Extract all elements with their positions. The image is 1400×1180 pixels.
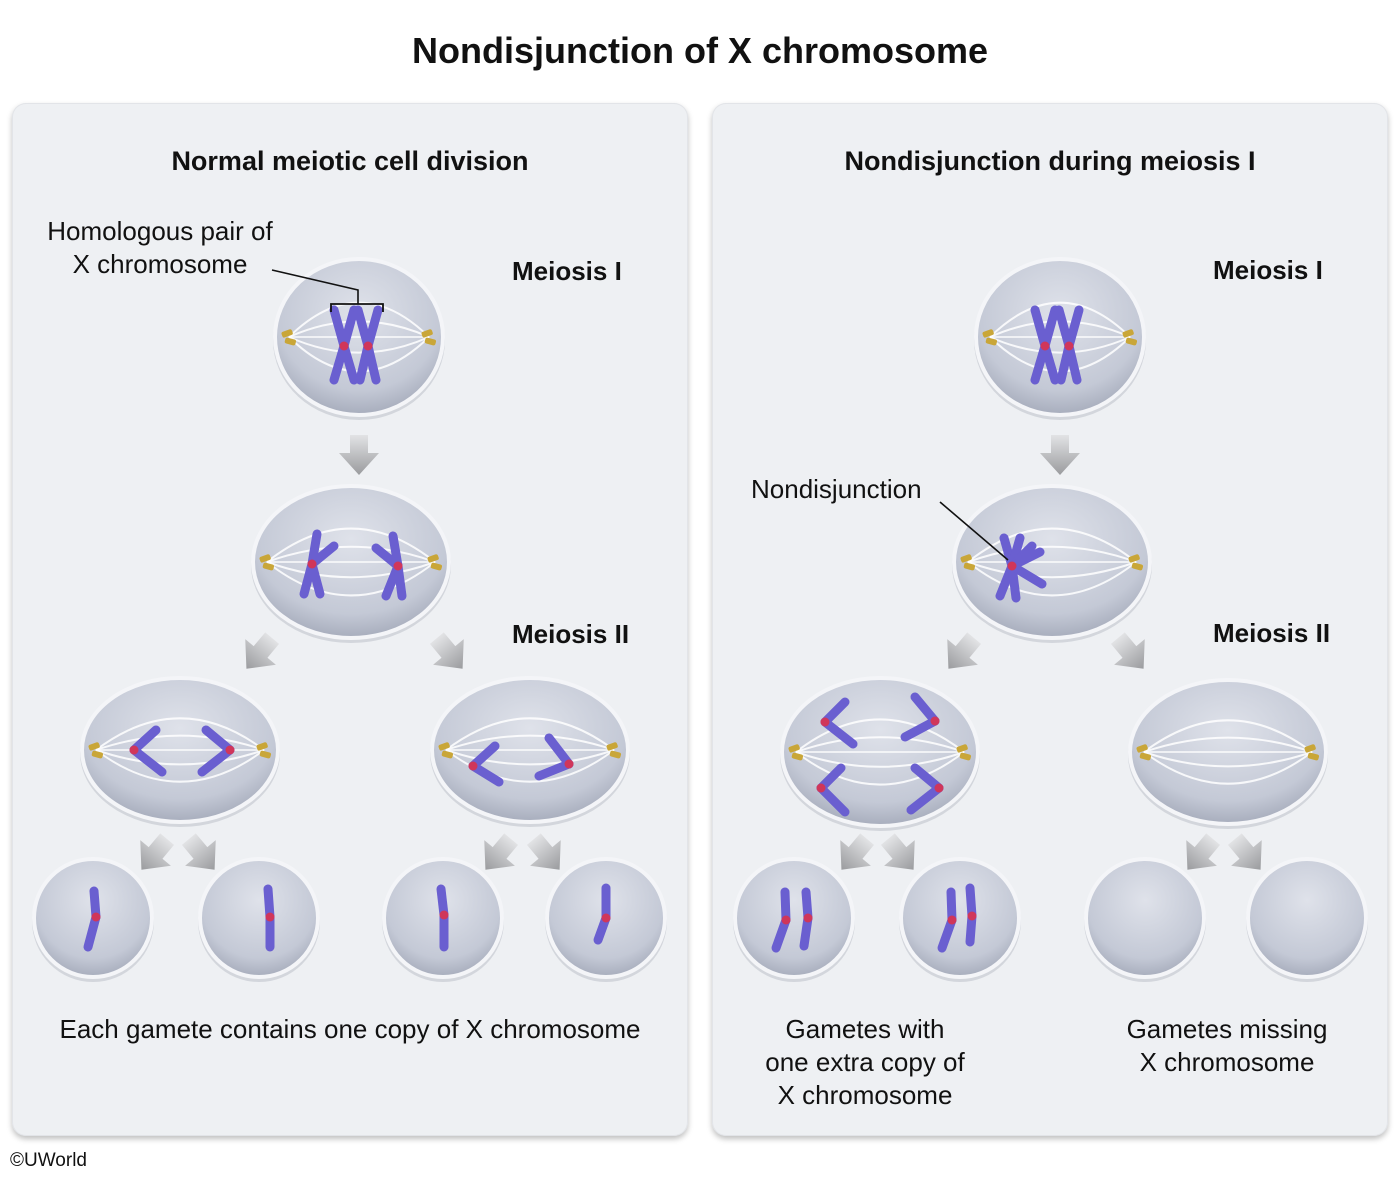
arrow-down-left-2	[933, 625, 990, 682]
copyright-notice: ©UWorld	[10, 1150, 87, 1171]
chromatid-extra-3	[816, 763, 850, 817]
meiosis-2-label-normal: Meiosis II	[512, 619, 630, 649]
homologous-callout-line1: Homologous pair of	[47, 216, 273, 246]
cell-anaphase1-normal	[251, 484, 451, 643]
meiosis-1-label-normal: Meiosis I	[512, 256, 622, 286]
centriole-icon	[960, 554, 976, 571]
meiosis-1-label-nd: Meiosis I	[1213, 255, 1323, 285]
missing-caption-line1: Gametes missing	[1126, 1014, 1328, 1044]
centriole-icon	[1122, 329, 1138, 346]
centriole-icon	[259, 554, 275, 571]
centriole-icon	[1304, 744, 1320, 761]
cell-meiosis2-nd-empty	[1128, 678, 1328, 829]
arrow-down-1	[339, 435, 379, 475]
callout-leader-homologous	[271, 269, 359, 304]
nondisjunction-heading: Nondisjunction during meiosis I	[844, 146, 1256, 176]
homologous-callout-line2: X chromosome	[72, 249, 248, 279]
cell-meiosis1-nd	[974, 257, 1146, 420]
chromatid-extra-1	[820, 697, 858, 749]
gamete-extra-1	[733, 857, 855, 982]
gamete-missing-2	[1246, 857, 1368, 982]
gamete-chromosome	[83, 886, 101, 952]
cell-anaphase1-nd	[952, 484, 1152, 643]
centriole-icon	[982, 329, 998, 346]
centriole-icon	[1136, 744, 1152, 761]
centriole-icon	[421, 329, 437, 346]
nondisjunction-callout: Nondisjunction	[751, 474, 922, 504]
gamete-chromosome	[436, 884, 449, 952]
cell-meiosis2-normal-a	[80, 676, 280, 827]
meiosis-2-label-nd: Meiosis II	[1213, 618, 1331, 648]
nondisjoined-chromosomes	[995, 533, 1047, 603]
arrow-down-2	[1040, 435, 1080, 475]
chromatid-pair-a2	[197, 725, 235, 777]
centriole-icon	[956, 744, 972, 761]
centriole-icon	[1128, 554, 1144, 571]
callout-leader-nondisjunction	[939, 501, 1009, 561]
chromosome-x-2	[1054, 305, 1084, 385]
extra-copy-caption-line1: Gametes with	[785, 1014, 945, 1044]
cell-meiosis2-nd-extra	[780, 676, 980, 831]
chromosome-right-anaphase	[371, 531, 407, 601]
centriole-icon	[88, 742, 104, 759]
arrow-down-left-1	[231, 625, 288, 682]
gamete-chromosome-a	[937, 887, 957, 953]
centriole-icon	[427, 554, 443, 571]
chromosome-x-2	[353, 305, 383, 385]
chromatid-pair-a1	[129, 725, 167, 777]
chromosome-x-1	[329, 305, 359, 385]
chromosome-left-anaphase	[299, 529, 339, 599]
centriole-icon	[281, 329, 297, 346]
cell-meiosis2-normal-b	[430, 676, 630, 827]
gamete-normal-2	[198, 857, 320, 982]
normal-heading: Normal meiotic cell division	[171, 146, 529, 176]
centriole-icon	[256, 742, 272, 759]
normal-caption: Each gamete contains one copy of X chrom…	[59, 1014, 641, 1044]
chromatid-extra-2	[900, 692, 940, 742]
cell-meiosis1-normal	[273, 257, 445, 420]
gamete-chromosome-b	[965, 883, 977, 947]
extra-copy-caption-line2: one extra copy of	[765, 1047, 965, 1077]
gamete-chromosome	[263, 884, 275, 952]
gamete-chromosome-a	[771, 887, 791, 953]
chromatid-pair-b1	[468, 741, 504, 787]
gamete-chromosome-b	[799, 887, 813, 951]
centriole-icon	[788, 744, 804, 761]
gamete-chromosome	[593, 883, 611, 945]
chromatid-extra-4	[906, 763, 944, 815]
missing-caption-line2: X chromosome	[1139, 1047, 1315, 1077]
chromosome-x-1	[1030, 305, 1060, 385]
chromatid-pair-b2	[534, 733, 574, 781]
arrow-down-right-1	[421, 625, 478, 682]
extra-copy-caption-line3: X chromosome	[777, 1080, 953, 1110]
centriole-icon	[606, 742, 622, 759]
arrow-down-right-2	[1102, 625, 1159, 682]
gamete-missing-1	[1084, 857, 1206, 982]
figure-title: Nondisjunction of X chromosome	[411, 30, 989, 71]
bracket-homologous	[330, 303, 384, 312]
centriole-icon	[438, 742, 454, 759]
gamete-extra-2	[899, 857, 1021, 982]
